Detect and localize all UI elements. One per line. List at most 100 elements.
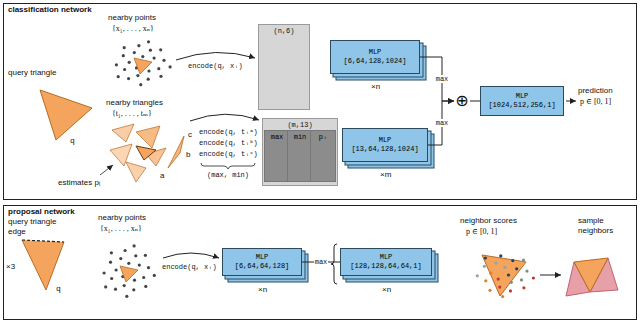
node-text: MLP <box>379 136 392 145</box>
nearby-triangle <box>168 136 184 168</box>
point-dot <box>115 268 118 271</box>
connector <box>470 101 480 102</box>
query-triangle-small <box>136 146 156 160</box>
point-dot <box>503 266 506 269</box>
text-label: ×n <box>371 82 380 92</box>
text-label: neighbor scores <box>460 216 517 226</box>
text-label: nearby points <box>98 213 146 223</box>
point-dot <box>115 63 118 66</box>
text-label: nearby triangles <box>106 98 163 108</box>
encode-arrow <box>176 52 255 60</box>
query-triangle-small <box>120 266 138 282</box>
point-dot <box>139 83 142 86</box>
point-dot <box>104 285 107 288</box>
text-label: c <box>188 130 192 140</box>
feature-matrix: (m,13)maxminpᵢ <box>262 118 338 186</box>
point-dot <box>128 61 131 64</box>
text-label: ×n <box>258 285 267 295</box>
node-text: MLP <box>380 253 393 262</box>
point-dot <box>127 77 130 80</box>
node-text: [6,64,64,128] <box>235 262 290 271</box>
node-text: pᵢ <box>311 133 335 142</box>
point-dot <box>476 274 479 277</box>
point-dot <box>137 44 140 47</box>
point-dot <box>132 288 135 291</box>
mlp-box: MLP[1024,512,256,1] <box>480 86 564 116</box>
nearby-triangle <box>136 126 160 148</box>
point-dot <box>488 289 491 292</box>
point-dot <box>510 281 513 284</box>
text-label: b <box>186 150 190 160</box>
node-text: MLP <box>369 48 382 57</box>
text-label: ×m <box>380 170 391 180</box>
point-dot <box>123 284 126 287</box>
point-dot <box>125 295 128 298</box>
text-label: encode(q, tᵢᵃ) <box>199 128 258 137</box>
mlp-box: MLP[128,128,64,64,1] <box>340 248 432 276</box>
text-label: query triangle edge <box>8 217 68 237</box>
node-text: min <box>288 133 312 142</box>
query-triangle-small <box>134 58 152 74</box>
text-label: p ∈ [0, 1] <box>580 97 611 107</box>
node-text: ⊕ <box>454 93 470 109</box>
triangle-edge <box>22 240 46 290</box>
node-text: MLP <box>516 92 529 101</box>
point-dot <box>169 65 172 68</box>
point-dot <box>147 78 150 81</box>
point-dot <box>114 288 117 291</box>
text-label: estimates pᵢ <box>58 178 100 188</box>
point-dot <box>501 295 504 298</box>
query-triangle <box>22 240 64 290</box>
text-label: sample neighbors <box>578 216 628 236</box>
text-label: q <box>56 284 61 294</box>
query-triangle <box>482 255 526 296</box>
matrix-column: pᵢ <box>310 130 336 182</box>
point-cloud <box>115 40 172 86</box>
point-dot <box>109 261 112 264</box>
output-arrow <box>566 101 576 102</box>
edge-label: max <box>435 75 450 83</box>
node-text: (m,13) <box>263 121 337 130</box>
text-label: p ∈ [0, 1] <box>466 227 497 237</box>
text-label: encode(q, tᵢᶜ) <box>199 150 258 159</box>
point-dot <box>124 249 127 252</box>
point-dot <box>162 59 165 62</box>
encode-arrow <box>163 253 219 258</box>
node-text: [1024,512,256,1] <box>488 101 555 110</box>
point-dot <box>153 274 156 277</box>
text-label: query triangle <box>8 68 56 78</box>
point-dot <box>123 46 126 49</box>
point-dot <box>489 272 492 275</box>
nearby-triangle <box>112 124 134 142</box>
node-text: [13,64,128,1024] <box>351 145 418 154</box>
triangle-edge <box>46 242 64 290</box>
encode-arrow <box>190 114 259 121</box>
point-dot <box>532 276 535 279</box>
point-dot <box>509 289 512 292</box>
point-dot <box>147 69 150 72</box>
point-dot <box>122 54 125 57</box>
text-label: ×n <box>382 285 391 295</box>
text-label: (max, min) <box>207 171 249 180</box>
network-panel: classification network(n,6)MLP[6,64,128,… <box>3 3 637 200</box>
connector <box>428 101 454 145</box>
point-dot <box>147 266 150 269</box>
point-dot <box>110 251 113 254</box>
text-label: encode(q, tᵢᵇ) <box>199 139 258 148</box>
text-label: q <box>70 136 75 146</box>
point-dot <box>138 264 141 267</box>
text-label: nearby points <box>108 13 156 23</box>
text-label: {t₁, . . . , tₘ} <box>112 109 152 119</box>
point-dot <box>522 259 525 262</box>
point-dot <box>483 265 486 268</box>
point-dot <box>144 285 147 288</box>
query-edge-dashed <box>22 240 64 242</box>
point-dot <box>159 75 162 78</box>
point-dot <box>515 267 518 270</box>
point-dot <box>499 254 502 257</box>
point-dot <box>498 286 501 289</box>
point-dot <box>133 279 136 282</box>
node-text: [6,64,128,1024] <box>343 57 406 66</box>
point-dot <box>511 259 514 262</box>
